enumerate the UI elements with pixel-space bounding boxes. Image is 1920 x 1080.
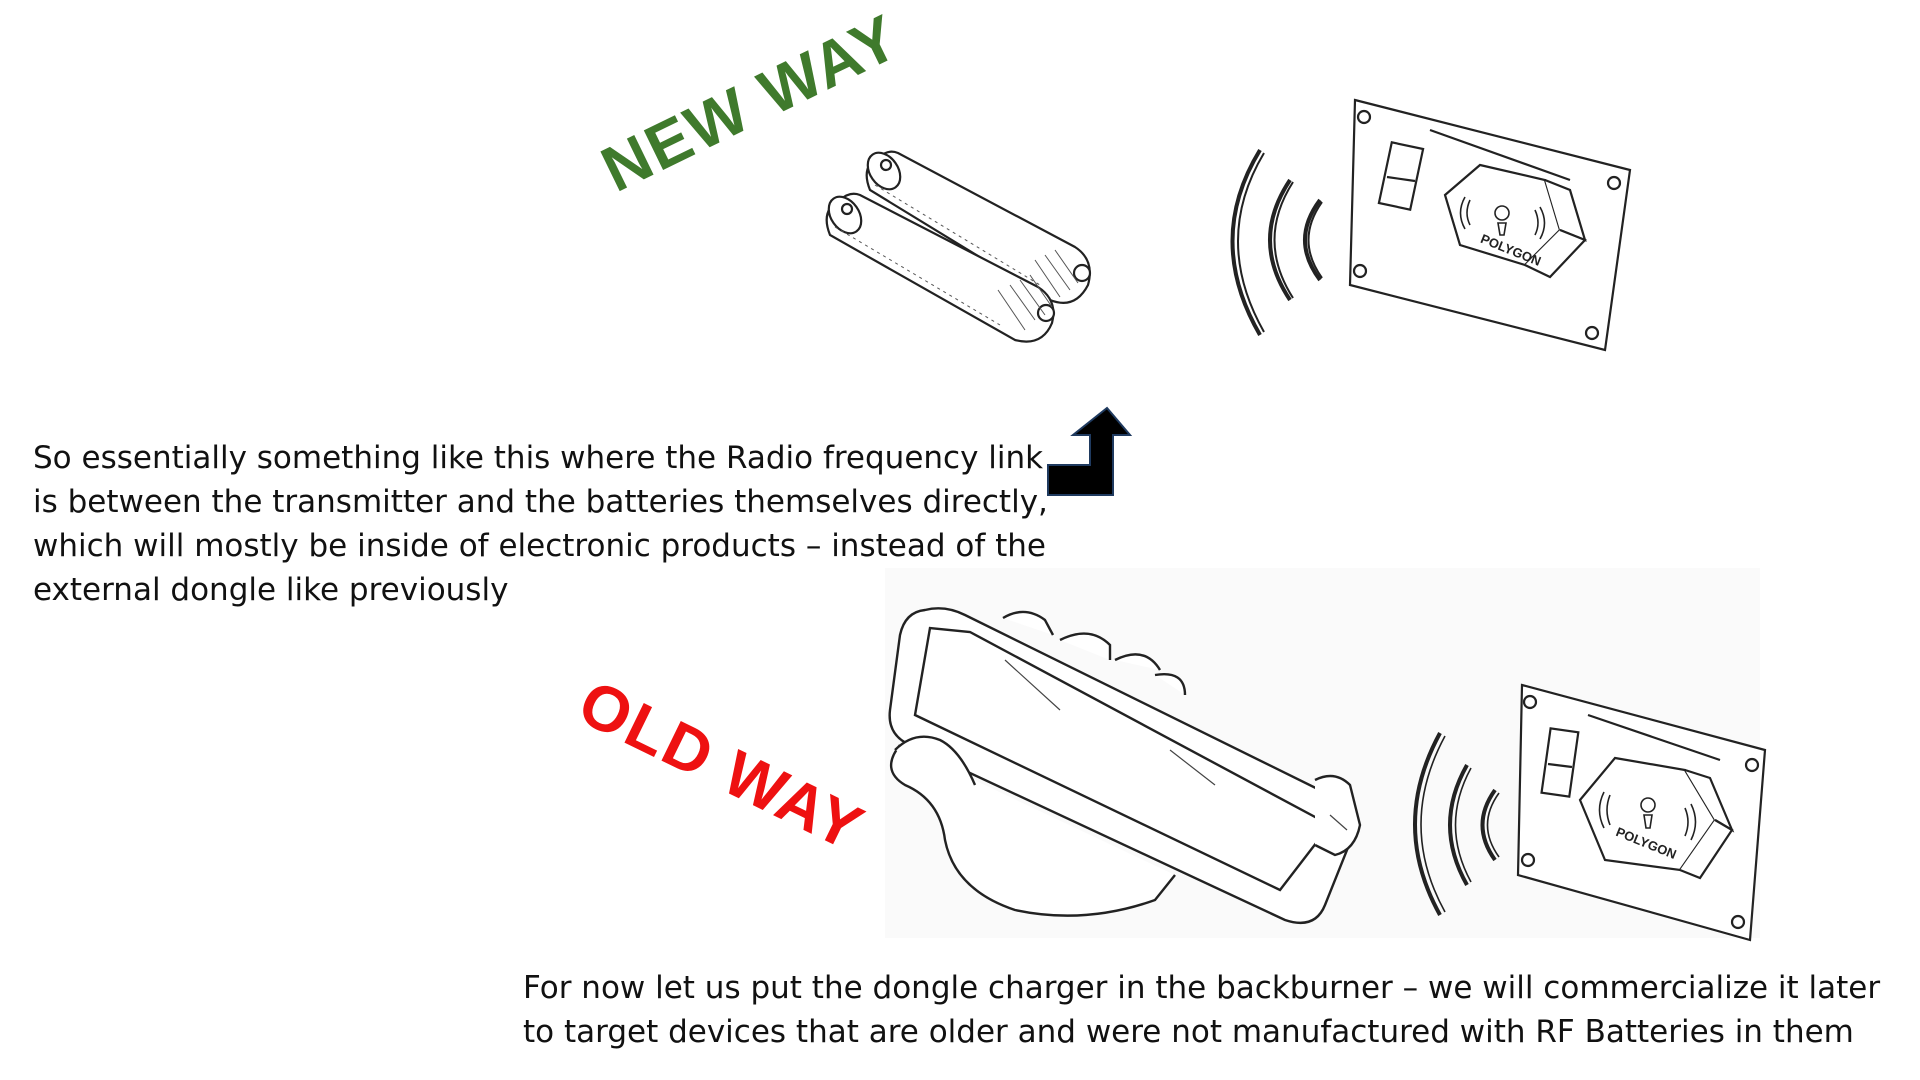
aa-batteries-illustration — [825, 150, 1092, 343]
wireless-signal-icon — [1230, 148, 1323, 337]
old-way-label: OLD WAY — [567, 665, 876, 866]
wireless-signal-icon-old — [1413, 732, 1500, 916]
up-arrow-icon — [1047, 406, 1133, 496]
phone-with-dongle-illustration — [888, 607, 1362, 925]
old-way-caption: For now let us put the dongle charger in… — [523, 970, 1881, 1050]
polygon-transmitter-illustration: POLYGON — [1348, 98, 1632, 352]
polygon-transmitter-illustration-old: POLYGON — [1516, 683, 1767, 942]
new-way-caption: So essentially something like this where… — [33, 440, 1048, 608]
